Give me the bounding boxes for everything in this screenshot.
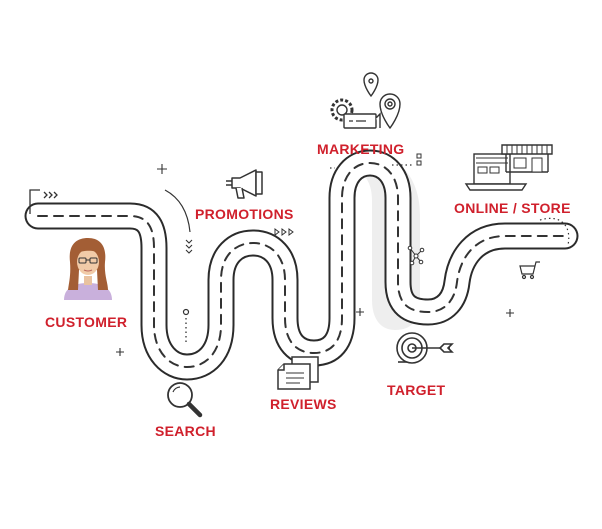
end-marker — [539, 217, 570, 246]
sparkle-icon — [116, 164, 514, 356]
road-edge — [24, 149, 579, 381]
stage-label-promotions: PROMOTIONS — [195, 206, 294, 222]
network-nodes-icon — [407, 245, 425, 266]
stage-label-target: TARGET — [387, 382, 446, 398]
stage-label-customer: CUSTOMER — [45, 314, 128, 330]
square-markers — [416, 153, 422, 159]
megaphone-icon — [226, 169, 263, 199]
gears-location-icon — [330, 72, 401, 130]
dot-marker — [182, 308, 190, 316]
stage-label-search: SEARCH — [155, 423, 216, 439]
cart-icon — [519, 261, 540, 280]
road-center-dashes — [37, 162, 566, 368]
stage-label-marketing: MARKETING — [317, 141, 405, 157]
winding-road — [24, 149, 579, 381]
stage-label-online-store: ONLINE / STORE — [454, 200, 571, 216]
laptop-store-icon — [464, 144, 553, 191]
deco-arc — [164, 189, 191, 233]
start-marker — [29, 189, 58, 214]
right-arrows — [274, 228, 294, 236]
target-arrow-icon — [396, 332, 454, 364]
marketing-dots — [330, 164, 412, 169]
documents-icon — [277, 356, 319, 390]
woman-avatar-icon — [64, 238, 112, 300]
magnifier-icon — [167, 382, 203, 418]
stage-label-reviews: REVIEWS — [270, 396, 337, 412]
chevrons-down — [185, 239, 193, 254]
